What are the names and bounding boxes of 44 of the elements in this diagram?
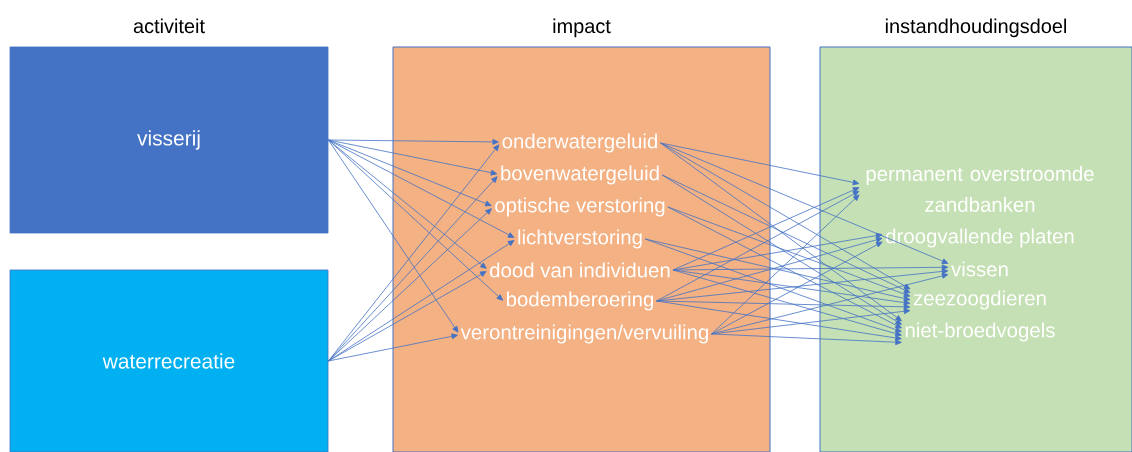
arrow xyxy=(328,139,504,301)
arrow xyxy=(328,139,498,176)
arrow xyxy=(660,142,902,322)
arrow xyxy=(644,238,902,333)
arrow xyxy=(711,308,911,335)
item-text: zeezoogdieren xyxy=(913,290,1046,310)
arrow xyxy=(660,142,860,186)
arrow xyxy=(661,174,902,325)
arrow xyxy=(672,264,949,271)
item-text: optische verstoring xyxy=(495,197,665,217)
arrow xyxy=(711,333,902,346)
arrow xyxy=(667,206,911,297)
arrow xyxy=(656,300,911,310)
arrow xyxy=(328,271,487,362)
arrow xyxy=(661,174,911,293)
arrow xyxy=(328,139,499,145)
arrow xyxy=(656,236,883,302)
item-text: bodemberoering xyxy=(506,291,654,311)
activity-box: waterrecreatie xyxy=(9,269,329,452)
item-text: bovenwatergeluid xyxy=(501,165,659,185)
arrow xyxy=(667,206,902,329)
column-heading: activiteit xyxy=(133,18,205,34)
arrow xyxy=(711,241,883,335)
item-text: niet-broedvogels xyxy=(905,322,1055,342)
activity-box: visserij xyxy=(9,46,329,234)
arrow xyxy=(328,139,515,238)
item-text: droogvallende platen xyxy=(886,228,1074,248)
arrow xyxy=(672,187,860,271)
arrow xyxy=(328,333,458,362)
arrow xyxy=(328,139,459,333)
item-text: vissen xyxy=(951,261,1008,277)
item-text: verontreinigingen/vervuiling xyxy=(460,324,708,344)
arrow xyxy=(660,142,911,290)
item-text: lichtverstoring xyxy=(518,229,642,249)
node-label: impact xyxy=(553,18,611,38)
arrow xyxy=(328,240,515,362)
arrow xyxy=(656,300,902,341)
item-text: onderwatergeluid xyxy=(502,133,657,153)
arrow xyxy=(672,269,902,337)
item-text: dood van individuen xyxy=(490,262,670,278)
arrow xyxy=(711,194,860,335)
arrow xyxy=(656,190,860,302)
arrow xyxy=(328,208,492,362)
node-label: instandhoudingsdoel xyxy=(885,18,1067,38)
